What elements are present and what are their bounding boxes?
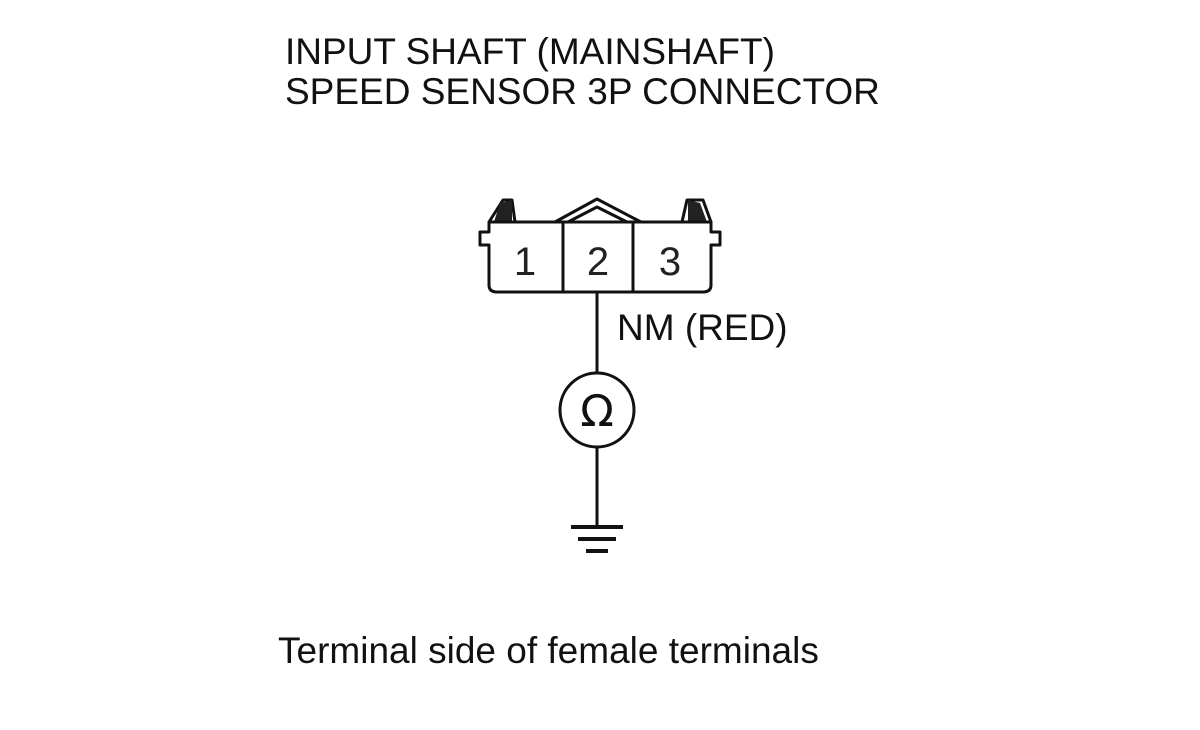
pin-label-2: 2 — [587, 240, 609, 284]
caption: Terminal side of female terminals — [278, 630, 819, 671]
pin-label-3: 3 — [659, 240, 681, 284]
title-line-1: INPUT SHAFT (MAINSHAFT) — [285, 31, 775, 72]
wire-label: NM (RED) — [617, 307, 788, 348]
pin-label-1: 1 — [514, 240, 536, 284]
ohm-symbol: Ω — [580, 386, 614, 437]
title-line-2: SPEED SENSOR 3P CONNECTOR — [285, 71, 880, 112]
ground-icon — [571, 525, 623, 553]
connector-3p-icon — [478, 197, 722, 294]
ohmmeter-icon: Ω — [558, 371, 636, 449]
